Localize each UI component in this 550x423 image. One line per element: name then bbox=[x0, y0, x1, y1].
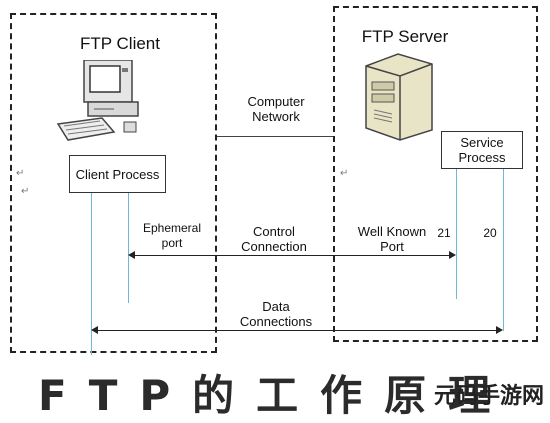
para-mark-1: ↵ bbox=[16, 168, 25, 179]
client-process-label: Client Process bbox=[75, 166, 160, 182]
port-20-label: 20 bbox=[483, 226, 497, 240]
client-data-port-line bbox=[91, 193, 92, 355]
control-connection-label: Control Connection bbox=[241, 224, 307, 254]
data-connections-arrow bbox=[91, 326, 503, 334]
ftp-client-box bbox=[10, 13, 217, 353]
server-title: FTP Server bbox=[361, 27, 449, 46]
watermark-text: 元码手游网 bbox=[433, 384, 544, 409]
ftp-server-box bbox=[333, 6, 538, 342]
client-process-box: Client Process bbox=[69, 155, 166, 193]
network-label: Computer Network bbox=[247, 94, 305, 124]
control-connection-arrow bbox=[128, 251, 456, 259]
network-line bbox=[217, 136, 333, 137]
client-ephemeral-line bbox=[128, 193, 129, 303]
client-computer-icon bbox=[56, 60, 139, 141]
service-process-label: Service Process bbox=[458, 135, 506, 165]
well-known-port-label: Well Known Port bbox=[357, 224, 427, 254]
client-title: FTP Client bbox=[80, 34, 160, 53]
server-port21-line bbox=[456, 169, 457, 299]
port-21-label: 21 bbox=[437, 226, 451, 240]
para-mark-3: ↵ bbox=[340, 168, 349, 179]
server-port20-line bbox=[503, 169, 504, 331]
service-process-box: Service Process bbox=[441, 131, 523, 169]
data-connections-label: Data Connections bbox=[239, 299, 313, 329]
footer-title: FTP的工作原理 bbox=[38, 371, 513, 420]
server-tower-icon bbox=[365, 53, 433, 141]
ephemeral-port-label: Ephemeral port bbox=[142, 221, 202, 250]
para-mark-2: ↵ bbox=[21, 186, 30, 197]
